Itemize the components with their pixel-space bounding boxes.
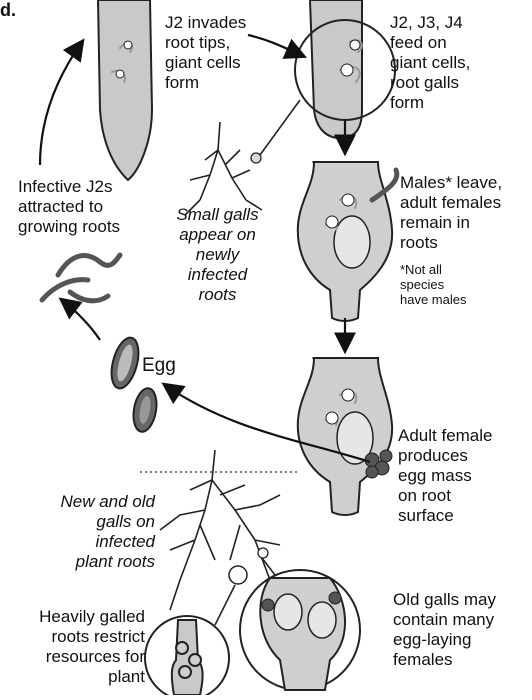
- label-small-galls: Small galls appear on newly infected roo…: [160, 205, 275, 305]
- magnifier-heavily-galled: [145, 585, 235, 695]
- small-root-system: [185, 122, 262, 215]
- label-adult-female: Adult female produces egg mass on root s…: [398, 426, 493, 526]
- label-heavily-galled: Heavily galled roots restrict resources …: [15, 607, 145, 687]
- label-new-and-old-galls: New and old galls on infected plant root…: [30, 492, 155, 572]
- gall-stage3: [298, 162, 397, 321]
- root-tip-stage2: [260, 0, 395, 155]
- label-infective-j2s: Infective J2s attracted to growing roots: [18, 177, 120, 237]
- label-feed-on-giant-cells: J2, J3, J4 feed on giant cells, root gal…: [390, 13, 470, 113]
- eggs: [107, 335, 160, 434]
- gall-stage4: [298, 358, 392, 515]
- label-not-all-species: *Not all species have males: [400, 262, 466, 307]
- magnifier-old-galls: [240, 558, 360, 690]
- label-egg: Egg: [142, 356, 176, 376]
- label-males-leave: Males* leave, adult females remain in ro…: [400, 173, 502, 253]
- label-j2-invades: J2 invades root tips, giant cells form: [165, 13, 246, 93]
- label-old-galls: Old galls may contain many egg-laying fe…: [393, 590, 496, 670]
- panel-letter: d.: [0, 0, 16, 20]
- infective-j2-worms: [42, 255, 120, 301]
- root-tip-stage1: [98, 0, 152, 180]
